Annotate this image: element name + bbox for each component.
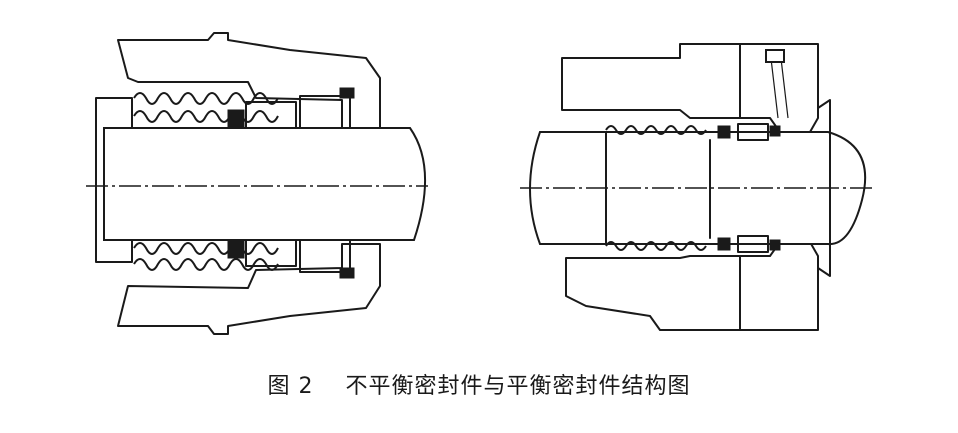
right-spring-top: [605, 125, 707, 135]
right-ring-top: [737, 123, 769, 141]
lower-housing: [117, 243, 381, 335]
left-spring-bottom: [133, 242, 279, 271]
right-upper-housing: [561, 43, 741, 119]
left-shaft: [103, 127, 427, 241]
unbalanced-seal-drawing: [86, 32, 428, 335]
stationary-seat-top: [299, 95, 351, 129]
seat-gasket-bottom: [339, 267, 355, 279]
right-ring-bottom: [737, 235, 769, 253]
left-hub: [95, 97, 133, 263]
right-lower-gland: [739, 241, 819, 331]
balanced-seal-drawing: [520, 43, 872, 331]
seat-gasket-top: [339, 87, 355, 99]
rotating-ring-top: [245, 101, 297, 129]
stationary-seat-bottom: [299, 239, 351, 273]
figure-title: 不平衡密封件与平衡密封件结构图: [345, 374, 691, 399]
o-ring-top: [227, 109, 245, 129]
left-spring-top: [133, 92, 279, 123]
right-spring-bottom: [605, 241, 707, 251]
rotating-ring-bottom: [245, 239, 297, 267]
right-lower-housing: [565, 255, 741, 331]
o-ring-bottom: [227, 239, 245, 259]
figure-caption: 图 2 不平衡密封件与平衡密封件结构图: [0, 368, 958, 402]
upper-housing: [117, 32, 381, 129]
figure-label: 图 2: [267, 374, 314, 399]
